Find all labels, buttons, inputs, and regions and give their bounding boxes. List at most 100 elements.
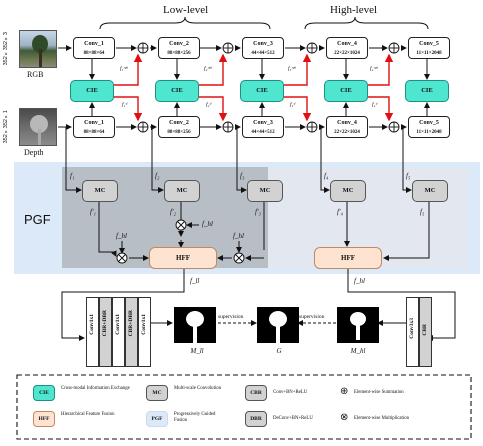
rgb-input-image	[19, 30, 57, 68]
supervision-label-right: supervision	[299, 314, 325, 320]
legend-text-hff: Hierarchical Feature Fusion	[61, 412, 115, 417]
depth-feature-label-2: f₂ᵈ	[206, 102, 212, 108]
guide-label-1: f_hl	[116, 232, 127, 240]
cie-block-2: CIE	[155, 80, 199, 102]
conv-size: 44×44×512	[251, 130, 275, 135]
conv-size: 11×11×2048	[416, 51, 442, 56]
conv-name: Conv_5	[419, 41, 439, 47]
mc-output-label-1: f'₁	[90, 208, 96, 216]
conv-size: 22×22×1024	[334, 51, 360, 56]
conv-name: Conv_3	[253, 120, 273, 126]
legend-text-cbr: Conv+BN+ReLU	[273, 390, 308, 395]
low-level-heading: Low-level	[163, 4, 209, 16]
guide-label-3: f_hl	[233, 232, 244, 240]
legend-text-dbr: DeConv+BN+ReLU	[273, 416, 313, 421]
decoder-left-block-2	[99, 297, 112, 367]
depth-conv-5: Conv_5 11×11×2048	[408, 116, 450, 138]
legend-swatch-cbr: CBR	[245, 385, 267, 401]
conv-name: Conv_4	[337, 120, 357, 126]
mc-block-4: MC	[330, 180, 366, 202]
legend-swatch-cie: CIE	[33, 385, 55, 401]
decoder-left-block-5	[138, 297, 151, 367]
legend-swatch-mc: MC	[146, 385, 168, 401]
conv-size: 44×44×512	[251, 51, 275, 56]
conv-name: Conv_2	[169, 41, 189, 47]
prediction-mask-high-level	[337, 307, 379, 343]
conv-size: 88×88×256	[167, 130, 191, 135]
rgb-label: RGB	[27, 70, 44, 79]
conv-name: Conv_5	[419, 120, 439, 126]
depth-input-image	[19, 108, 57, 146]
decoder-right-label-1: Conv3x3	[409, 318, 415, 339]
pgf-title: PGF	[24, 212, 51, 227]
mc-block-1: MC	[82, 180, 118, 202]
decoder-left-block-1	[86, 297, 99, 367]
hff-low-level: HFF	[149, 247, 217, 269]
decoder-left-label-3: Conv1x1	[115, 314, 121, 335]
depth-feature-label-3: f₃ᵈ	[290, 102, 296, 108]
legend-sum-icon: ⊕	[340, 386, 349, 397]
depth-input-size: 352×352×1	[3, 110, 9, 144]
mc-output-label-3: f'₃	[255, 208, 261, 216]
rgb-conv-3: Conv_3 44×44×512	[242, 37, 284, 59]
cie-block-4: CIE	[324, 80, 368, 102]
depth-feature-label-4: f₄ᵈ	[372, 102, 378, 108]
conv-size: 22×22×1024	[334, 130, 360, 135]
high-level-output-label: f_hl	[354, 277, 365, 285]
low-level-output-label: f_ll	[190, 277, 200, 285]
legend-text-sum: Element-wise Summation	[354, 390, 404, 395]
conv-size: 88×88×64	[83, 130, 105, 135]
caption-g: G	[276, 347, 282, 355]
cie-block-5: CIE	[405, 80, 449, 102]
rgb-feature-label-3: f₃ʳᵍᵇ	[288, 66, 296, 72]
mc-block-3: MC	[247, 180, 283, 202]
rgb-conv-2: Conv_2 88×88×256	[158, 37, 200, 59]
conv-size: 88×88×64	[83, 51, 105, 56]
depth-label: Depth	[24, 148, 44, 157]
prediction-mask-low-level	[174, 307, 216, 343]
decoder-left-block-4	[125, 297, 138, 367]
rgb-input-size: 352×352×3	[3, 32, 9, 66]
conv-name: Conv_3	[253, 41, 273, 47]
legend-swatch-hff: HFF	[33, 411, 55, 427]
caption-m-ll: M_ll	[190, 347, 204, 355]
rgb-feature-label-2: f₂ʳᵍᵇ	[204, 66, 212, 72]
decoder-left-block-3	[112, 297, 125, 367]
decoder-left-label-1: Conv1x1	[89, 314, 95, 335]
conv-size: 88×88×256	[167, 51, 191, 56]
legend-text-mc: Multi-scale Convolution	[174, 386, 222, 391]
mc-input-label-4: f₄	[324, 172, 329, 180]
rgb-conv-4: Conv_4 22×22×1024	[326, 37, 368, 59]
rgb-feature-label-4: f₄ʳᵍᵇ	[370, 66, 378, 72]
mc-output-label-4: f'₄	[337, 208, 343, 216]
cie-block-1: CIE	[70, 80, 114, 102]
hff-high-level: HFF	[314, 247, 382, 269]
legend-text-mul: Element-wise Multiplication	[354, 416, 410, 421]
conv-name: Conv_4	[337, 41, 357, 47]
mc-block-2: MC	[164, 180, 200, 202]
legend-text-cie: Cross-modal Information Exchange	[61, 386, 130, 391]
legend-text-pgf: Progressively Guided Fusion	[174, 412, 216, 423]
mc-output-label-5: f₅	[420, 208, 425, 216]
ground-truth-mask	[257, 307, 299, 343]
mc-input-label-1: f₁	[70, 172, 75, 180]
supervision-label-left: supervision	[218, 314, 244, 320]
mc-block-5: MC	[412, 180, 448, 202]
rgb-feature-label-1: f₁ʳᵍᵇ	[120, 66, 128, 72]
legend-swatch-pgf: PGF	[146, 411, 168, 427]
conv-size: 11×11×2048	[416, 130, 442, 135]
mc-input-label-2: f₂	[155, 172, 160, 180]
decoder-left-label-4: CBR+DBR	[128, 310, 134, 337]
legend-swatch-dbr: DBR	[245, 411, 267, 427]
cie-block-3: CIE	[240, 80, 284, 102]
depth-conv-3: Conv_3 44×44×512	[242, 116, 284, 138]
depth-conv-4: Conv_4 22×22×1024	[326, 116, 368, 138]
guide-label-2: f_hl	[202, 220, 213, 228]
depth-feature-label-1: f₁ᵈ	[122, 102, 128, 108]
decoder-right-block-2	[419, 297, 432, 367]
